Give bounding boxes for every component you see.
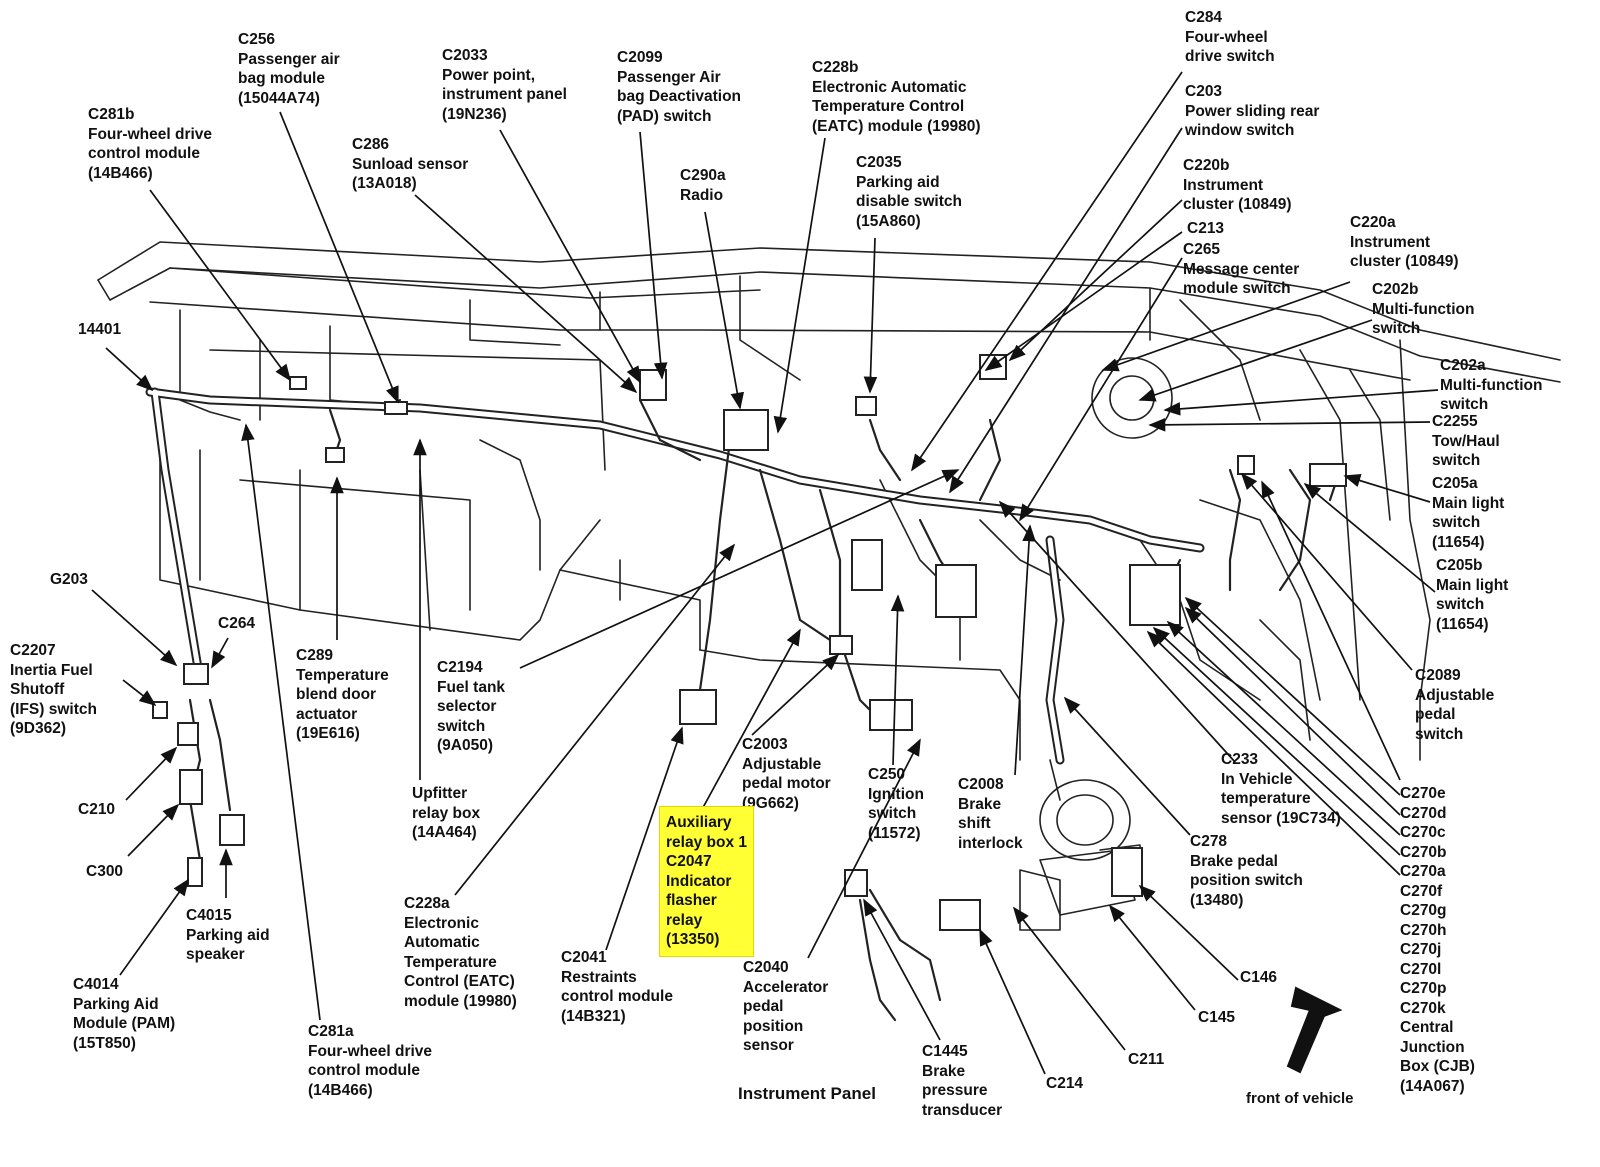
- label-c2035: C2035 Parking aid disable switch (15A860…: [856, 154, 962, 230]
- connector-cjb: [1129, 564, 1181, 626]
- label-c210: C210: [78, 801, 116, 818]
- label-c1445: C1445 Brake pressure transducer: [922, 1043, 1003, 1119]
- connector-c4014: [187, 857, 203, 887]
- label-upfitter: Upfitter relay box (14A464): [412, 785, 481, 841]
- connector-aux-relay: [679, 689, 717, 725]
- label-c286: C286 Sunload sensor (13A018): [352, 136, 469, 192]
- label-c300: C300: [86, 863, 124, 880]
- label-c265: C265 Message center module switch: [1183, 241, 1300, 297]
- label-c146: C146: [1240, 969, 1278, 986]
- connector-c250: [869, 699, 913, 731]
- label-c2008: C2008 Brake shift interlock: [958, 776, 1023, 852]
- label-c228a: C228a Electronic Automatic Temperature C…: [404, 895, 517, 1010]
- label-c250: C250 Ignition switch (11572): [868, 766, 924, 842]
- label-auxiliary-relay-box: Auxiliary relay box 1 C2047 Indicator fl…: [659, 806, 754, 957]
- connector-c2207: [152, 701, 168, 719]
- label-c4014: C4014 Parking Aid Module (PAM) (15T850): [73, 976, 176, 1052]
- label-c2033: C2033 Power point, instrument panel (19N…: [442, 47, 567, 123]
- connector-c286: [384, 401, 408, 415]
- diagram-title: Instrument Panel: [738, 1084, 876, 1103]
- label-c220b: C220b Instrument cluster (10849): [1183, 157, 1292, 213]
- label-c264: C264: [218, 615, 256, 632]
- label-c2040: C2040 Accelerator pedal position sensor: [743, 959, 829, 1054]
- label-c205a: C205a Main light switch (11654): [1432, 475, 1505, 551]
- label-c2207: C2207 Inertia Fuel Shutoff (IFS) switch …: [10, 642, 97, 737]
- label-c228b: C228b Electronic Automatic Temperature C…: [812, 59, 981, 135]
- connector-c2040: [851, 539, 883, 591]
- connector-c289: [325, 447, 345, 463]
- label-c2255: C2255 Tow/Haul switch: [1432, 413, 1500, 469]
- connector-c2035: [855, 396, 877, 416]
- connector-c205a: [1237, 455, 1255, 475]
- connector-c2003: [829, 635, 853, 655]
- label-14401: 14401: [78, 321, 122, 338]
- label-c278: C278 Brake pedal position switch (13480): [1190, 833, 1303, 909]
- front-of-vehicle-label: front of vehicle: [1246, 1090, 1354, 1107]
- dash-top-edge-2: [97, 267, 1561, 383]
- label-c202a: C202a Multi-function switch: [1440, 357, 1543, 413]
- connector-c210: [177, 722, 199, 746]
- label-c214: C214: [1046, 1075, 1084, 1092]
- connector-c4015: [219, 814, 245, 846]
- label-cjb: C270e C270d C270c C270b C270a C270f C270…: [1400, 785, 1475, 1095]
- label-c145: C145: [1198, 1009, 1236, 1026]
- label-c284: C284 Four-wheel drive switch: [1185, 9, 1275, 65]
- label-c203: C203 Power sliding rear window switch: [1185, 83, 1320, 139]
- label-c220a: C220a Instrument cluster (10849): [1350, 214, 1459, 270]
- label-c4015: C4015 Parking aid speaker: [186, 907, 270, 963]
- main-harness: [145, 387, 1205, 553]
- label-c289: C289 Temperature blend door actuator (19…: [296, 647, 389, 742]
- connector-c2008: [935, 564, 977, 618]
- connector-c300: [179, 769, 203, 805]
- connector-c278: [1111, 847, 1143, 897]
- label-c281b: C281b Four-wheel drive control module (1…: [88, 106, 213, 182]
- label-c205b: C205b Main light switch (11654): [1436, 557, 1509, 633]
- label-c2041: C2041 Restraints control module (14B321): [561, 949, 673, 1025]
- connector-c1445: [844, 869, 868, 897]
- label-g203: G203: [50, 571, 88, 588]
- connector-c214: [939, 899, 981, 931]
- label-c211: C211: [1128, 1051, 1165, 1068]
- label-c2099: C2099 Passenger Air bag Deactivation (PA…: [617, 49, 742, 125]
- connector-c256: [289, 376, 307, 390]
- label-c202b: C202b Multi-function switch: [1372, 281, 1475, 337]
- connector-c2255: [1309, 463, 1347, 487]
- label-c213: C213: [1187, 220, 1225, 237]
- dash-top-edge: [97, 241, 1561, 361]
- label-c281a: C281a Four-wheel drive control module (1…: [308, 1023, 433, 1099]
- label-c290a: C290a Radio: [680, 167, 726, 204]
- front-arrow: [1286, 986, 1343, 1074]
- label-c2089: C2089 Adjustable pedal switch: [1415, 667, 1495, 743]
- connector-c264: [183, 663, 209, 685]
- label-c256: C256 Passenger air bag module (15044A74): [238, 31, 340, 107]
- label-c2194: C2194 Fuel tank selector switch (9A050): [437, 659, 506, 754]
- label-c233: C233 In Vehicle temperature sensor (19C7…: [1221, 751, 1341, 827]
- connector-c290a: [723, 409, 769, 451]
- label-c2003: C2003 Adjustable pedal motor (9G662): [742, 736, 831, 812]
